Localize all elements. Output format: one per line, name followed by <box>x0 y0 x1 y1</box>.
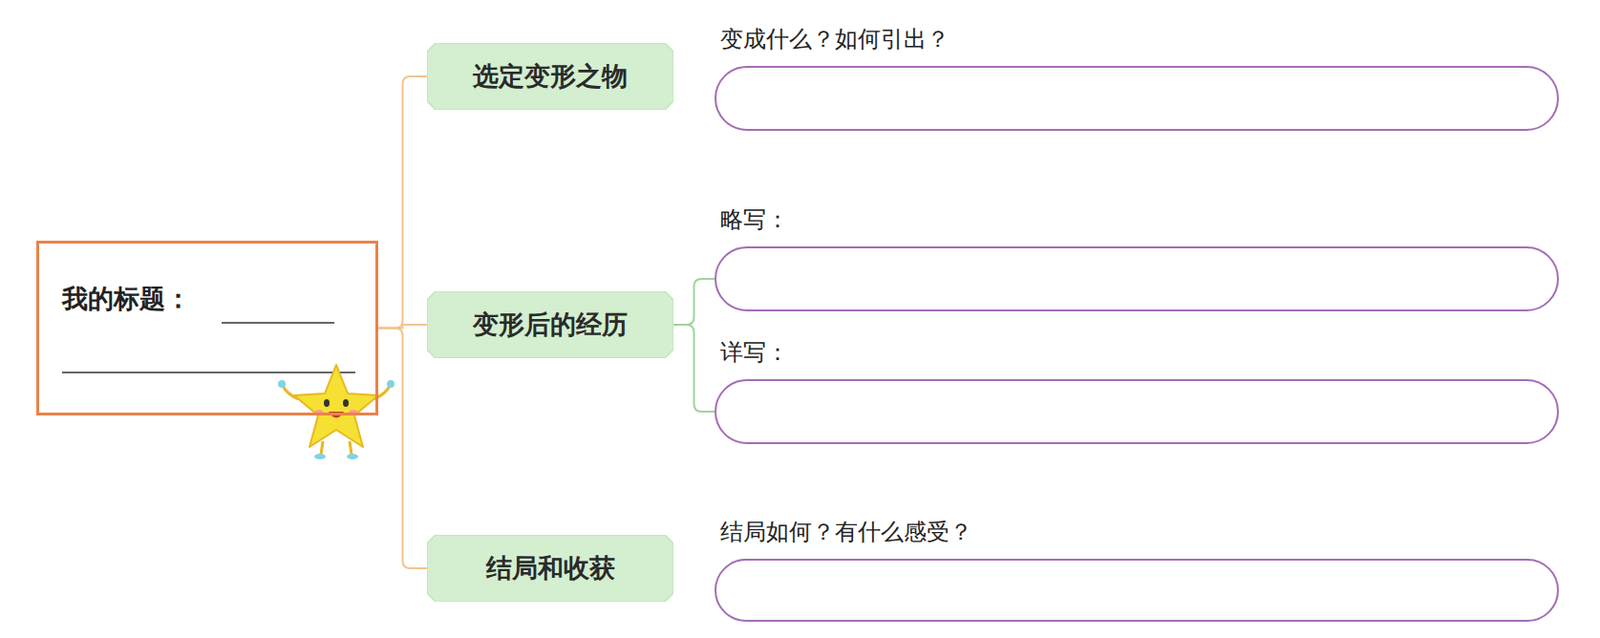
label-text: 变形后的经历 <box>472 307 628 342</box>
label-text: 结局和收获 <box>486 551 616 586</box>
blank-underline <box>221 321 335 324</box>
answer-box: 结局如何？有什么感受？ <box>714 558 1559 622</box>
section-label: 结局和收获 <box>426 534 674 602</box>
brace-connector <box>378 328 427 570</box>
label-text: 选定变形之物 <box>472 59 628 94</box>
prompt-text: 略写： <box>718 204 791 235</box>
answer-box: 详写： <box>714 379 1559 445</box>
label-text: 我的标题： <box>62 281 192 317</box>
answer-box: 变成什么？如何引出？ <box>714 65 1559 131</box>
brace-connector <box>673 278 715 325</box>
brace-connector <box>673 324 715 412</box>
prompt-text: 详写： <box>718 337 791 368</box>
section-label: 变形后的经历 <box>426 291 674 359</box>
title-box: 我的标题： <box>36 240 379 416</box>
prompt-text: 变成什么？如何引出？ <box>718 23 952 55</box>
prompt-text: 结局如何？有什么感受？ <box>718 516 975 548</box>
answer-box: 略写： <box>714 246 1559 312</box>
blank-underline <box>62 371 356 374</box>
brace-connector <box>378 76 427 329</box>
section-label: 选定变形之物 <box>426 42 674 110</box>
